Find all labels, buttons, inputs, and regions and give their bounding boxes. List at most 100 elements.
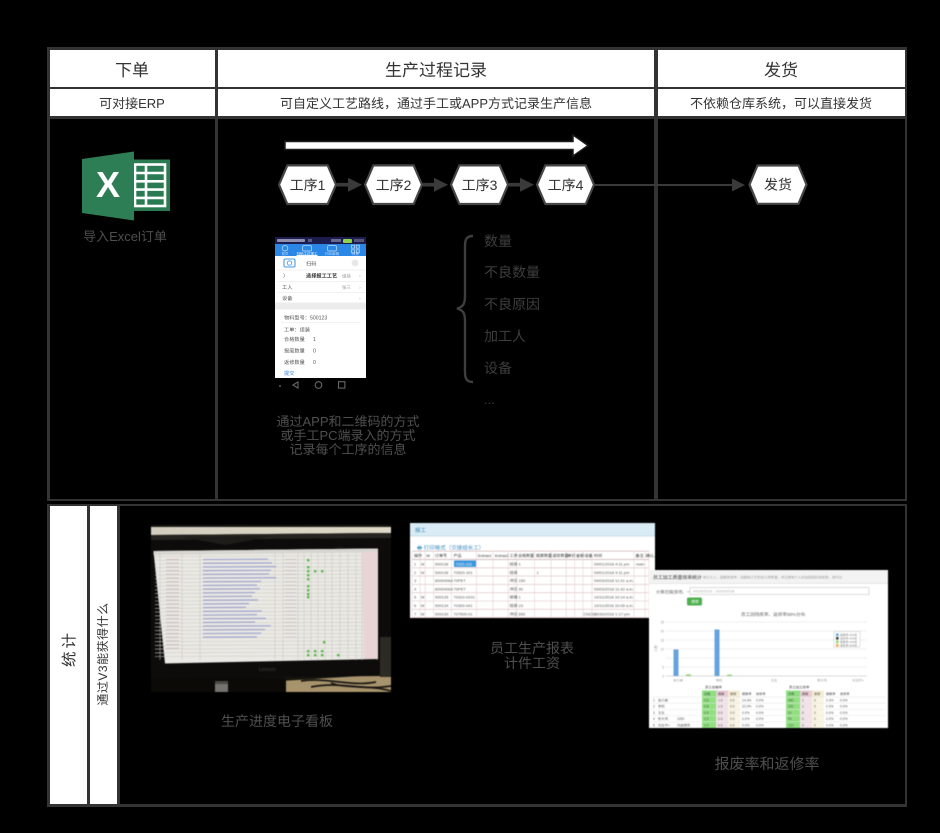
svg-text:M: M [427, 553, 430, 558]
svg-text:0.3%: 0.3% [826, 705, 834, 709]
svg-text:5: 5 [414, 595, 417, 600]
svg-text:1.0: 1.0 [704, 717, 709, 721]
svg-text:0.0: 0.0 [718, 711, 723, 715]
svg-text:1: 1 [802, 699, 804, 703]
svg-text:M: M [421, 595, 424, 600]
svg-text:M: M [421, 611, 424, 616]
svg-text:物料型号：500123: 物料型号：500123 [284, 314, 327, 321]
svg-text:合格: 合格 [788, 692, 795, 696]
svg-text:70300-041: 70300-041 [454, 603, 474, 608]
svg-text:0.0%: 0.0% [756, 705, 764, 709]
svg-text:Extras2: Extras2 [495, 553, 509, 558]
svg-text:工序: 工序 [510, 553, 518, 558]
svg-text:0.0: 0.0 [730, 723, 735, 727]
svg-text:订单号: 订单号 [435, 553, 447, 558]
svg-text:500136: 500136 [435, 562, 449, 567]
svg-text:3: 3 [414, 578, 417, 583]
svg-text:›: › [359, 295, 361, 301]
svg-text:1.0: 1.0 [704, 723, 709, 727]
svg-text:0.0%: 0.0% [840, 711, 848, 715]
svg-text:1: 1 [653, 699, 655, 703]
svg-text:返修率: 返修率 [756, 692, 766, 696]
svg-text:返修数量: 返修数量 [553, 553, 569, 558]
svg-text:返修数量: 返修数量 [284, 359, 305, 366]
svg-text:1: 1 [519, 595, 522, 600]
svg-text:90: 90 [788, 717, 792, 721]
svg-text:7020-101: 7020-101 [456, 562, 474, 567]
svg-text:冲压: 冲压 [510, 586, 518, 591]
svg-text:〉: 〉 [283, 272, 288, 279]
svg-text:0.3%: 0.3% [826, 699, 834, 703]
svg-text:70310-0101: 70310-0101 [454, 595, 476, 600]
svg-text:组装: 组装 [510, 603, 518, 608]
svg-text:2: 2 [653, 705, 655, 709]
svg-text:报废数量: 报废数量 [536, 553, 552, 558]
svg-text:6: 6 [414, 603, 417, 608]
svg-text:1.0: 1.0 [718, 705, 723, 709]
svg-text:M: M [421, 570, 424, 575]
svg-text:500136: 500136 [435, 570, 449, 575]
svg-text:Extras1: Extras1 [478, 553, 492, 558]
svg-text:扫码装箱: 扫码装箱 [325, 252, 339, 256]
svg-text:合格数量: 合格数量 [518, 553, 534, 558]
svg-text:0: 0 [802, 711, 804, 715]
svg-text:金额: 金额 [576, 553, 584, 558]
svg-text:操作: 操作 [414, 553, 422, 558]
svg-text:›: › [359, 273, 361, 279]
svg-text:707500-01: 707500-01 [454, 611, 474, 616]
svg-text:0: 0 [313, 360, 316, 366]
svg-text:扫码工位报工: 扫码工位报工 [297, 252, 318, 256]
svg-text:工序2: 工序2 [376, 177, 412, 193]
svg-text:选择报工工艺: 选择报工工艺 [306, 272, 337, 279]
svg-text:0.0: 0.0 [730, 705, 735, 709]
svg-text:组装: 组装 [510, 562, 518, 567]
svg-text:返修率<2%组: 返修率<2%组 [840, 637, 857, 641]
svg-text:0.0: 0.0 [730, 711, 735, 715]
svg-text:0.0%: 0.0% [742, 723, 750, 727]
svg-text:3: 3 [653, 711, 655, 715]
svg-text:1: 1 [414, 562, 417, 567]
svg-text:0.0%: 0.0% [742, 711, 750, 715]
svg-text:合格数量: 合格数量 [284, 336, 305, 343]
svg-text:1: 1 [537, 570, 540, 575]
svg-text:0: 0 [814, 699, 816, 703]
svg-text:报废率: 报废率 [826, 692, 836, 696]
svg-text:350: 350 [788, 699, 794, 703]
svg-text:70520-101: 70520-101 [454, 570, 474, 575]
svg-text:650: 650 [519, 611, 526, 616]
svg-text:0.0: 0.0 [718, 717, 723, 721]
svg-text:张三峰: 张三峰 [658, 699, 669, 703]
svg-text:王五: 王五 [771, 679, 778, 683]
svg-text:7: 7 [414, 611, 417, 616]
svg-text:1: 1 [313, 337, 316, 343]
svg-text:0.0%: 0.0% [826, 723, 834, 727]
svg-text:main: main [636, 563, 644, 567]
svg-text:扫码: 扫码 [306, 260, 316, 267]
svg-text:组装: 组装 [342, 273, 351, 278]
svg-text:15: 15 [660, 639, 664, 643]
svg-text:报废数量: 报废数量 [284, 347, 305, 354]
svg-text:报工: 报工 [415, 527, 427, 534]
svg-text:0: 0 [814, 723, 816, 727]
svg-text:70PET: 70PET [454, 578, 467, 583]
svg-text:员工加工质量效率统计: 员工加工质量效率统计 [653, 574, 702, 581]
svg-text:刘玉平×: 刘玉平× [852, 679, 864, 683]
svg-text:23: 23 [519, 603, 524, 608]
svg-text:0.0%: 0.0% [826, 717, 834, 721]
svg-text:返修: 返修 [814, 692, 821, 696]
svg-text:报废率: 报废率 [742, 692, 752, 696]
svg-text:备注: 备注 [636, 553, 644, 558]
svg-text:时间: 时间 [594, 553, 602, 558]
svg-text:设置: 设置 [352, 252, 360, 256]
svg-text:报废率>2%组: 报废率>2%组 [840, 640, 857, 644]
svg-text:组装: 组装 [510, 570, 518, 575]
svg-text:80004064: 80004064 [435, 578, 454, 583]
svg-text:0.0%: 0.0% [826, 711, 834, 715]
svg-text:李四: 李四 [658, 705, 665, 709]
svg-text:🖶 打印格式（交接组长工）: 🖶 打印格式（交接组长工） [417, 545, 484, 552]
svg-text:5: 5 [662, 666, 664, 670]
svg-text:10/11/2018 10:14 a.m.: 10/11/2018 10:14 a.m. [594, 595, 634, 600]
svg-text:0: 0 [313, 348, 316, 354]
svg-text:报废: 报废 [718, 692, 725, 696]
svg-text:0.0%: 0.0% [756, 699, 764, 703]
